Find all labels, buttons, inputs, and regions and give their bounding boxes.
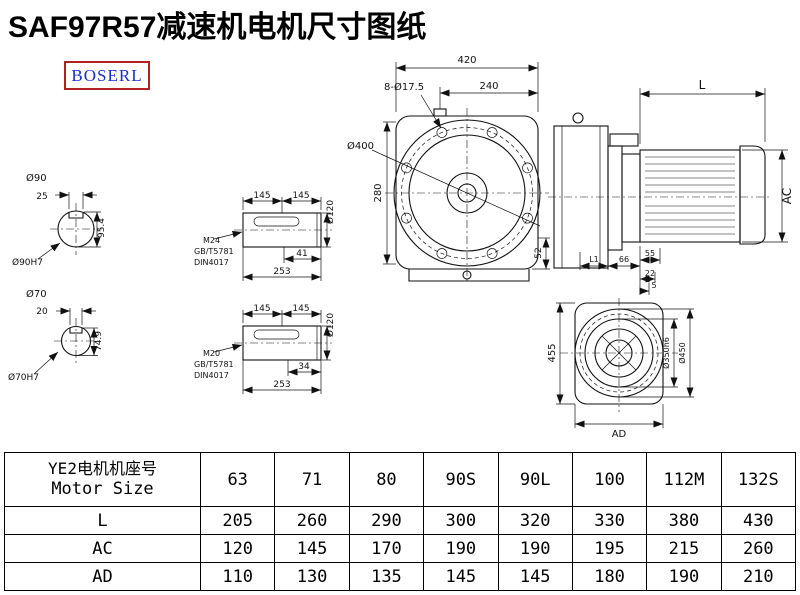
- eyebolt-icon: [572, 112, 584, 124]
- table-row-AC: AC 120 145 170 190 190 195 215 260: [4, 534, 797, 563]
- dim-key-20: 20: [36, 307, 48, 317]
- dim-55: 55: [645, 249, 655, 258]
- value-cell: 120: [199, 534, 276, 563]
- dim-145-b: 145: [292, 191, 309, 201]
- dim-145-c: 145: [253, 304, 270, 314]
- boserl-logo: BOSERL: [64, 61, 150, 90]
- dim-41: 41: [296, 249, 307, 259]
- shaft-detail-m24: 145 145 Ø120 M24 GB/T5781 DIN4017 41 253: [194, 191, 336, 281]
- dim-d70: Ø70: [26, 288, 47, 300]
- dim-420: 420: [457, 55, 476, 66]
- page-title: SAF97R57减速机电机尺寸图纸: [8, 11, 427, 44]
- value-cell: 190: [497, 534, 573, 563]
- value-cell: 145: [497, 562, 573, 591]
- header-cn: YE2电机机座号: [48, 458, 157, 478]
- value-cell: 190: [646, 562, 722, 591]
- value-cell: 170: [348, 534, 425, 563]
- header-en: Motor Size: [51, 478, 154, 499]
- size-cell: 112M: [646, 452, 722, 507]
- size-cell: 80: [348, 452, 425, 507]
- front-view-dimensions: 420 240 8-Ø17.5 Ø400 280 52: [347, 55, 550, 270]
- dim-52: 52: [534, 247, 544, 258]
- value-cell: 320: [497, 506, 573, 535]
- dim-145-a: 145: [253, 191, 270, 201]
- value-cell: 290: [348, 506, 425, 535]
- side-view-dimensions: L AC L1 66 55 22 5: [579, 78, 794, 295]
- value-cell: 260: [720, 534, 797, 563]
- shaft-detail-m20: 145 145 Ø120 M20 GB/T5781 DIN4017 34 253: [194, 304, 336, 394]
- standard-din: DIN4017: [194, 258, 229, 267]
- standard-gb-2: GB/T5781: [194, 360, 234, 369]
- thread-m24: M24: [203, 236, 220, 245]
- table-row-AD: AD 110 130 135 145 145 180 190 210: [4, 562, 797, 591]
- thread-m20: M20: [203, 349, 220, 358]
- dim-34: 34: [298, 362, 310, 372]
- value-cell: 130: [274, 562, 350, 591]
- dim-key-25: 25: [36, 192, 47, 202]
- dim-d70h7: Ø70H7: [8, 372, 39, 383]
- value-cell: 260: [274, 506, 350, 535]
- dim-AD: AD: [612, 429, 627, 440]
- size-cell: 63: [199, 452, 276, 507]
- fan-cowl: [739, 145, 766, 245]
- table-header-row: YE2电机机座号 Motor Size 63 71 80 90S 90L 100…: [4, 452, 797, 507]
- size-cell: 71: [274, 452, 350, 507]
- dim-flange-450: Ø450: [677, 342, 687, 364]
- shaft-section-70: 20 Ø70 74.9 Ø70H7: [8, 288, 104, 383]
- value-cell: 135: [348, 562, 425, 591]
- row-label: L: [4, 506, 201, 535]
- dim-22: 22: [645, 269, 655, 278]
- size-cell: 132S: [720, 452, 797, 507]
- standard-gb: GB/T5781: [194, 247, 234, 256]
- value-cell: 145: [423, 562, 499, 591]
- value-cell: 190: [423, 534, 499, 563]
- value-cell: 110: [199, 562, 276, 591]
- value-cell: 300: [423, 506, 499, 535]
- value-cell: 430: [720, 506, 797, 535]
- dim-145-d: 145: [292, 304, 309, 314]
- dim-flange-dia: Ø400: [347, 140, 374, 152]
- dim-d120-bottom: Ø120: [325, 313, 336, 338]
- dim-d90h7: Ø90H7: [12, 257, 43, 268]
- dim-spigot: Ø350h6: [661, 337, 671, 369]
- dim-95-4: 95.4: [97, 218, 107, 238]
- flange-view-outline: [560, 298, 678, 412]
- size-cell: 100: [571, 452, 648, 507]
- value-cell: 210: [720, 562, 797, 591]
- dim-L1: L1: [589, 255, 599, 264]
- dim-240: 240: [479, 81, 498, 92]
- dim-74-9: 74.9: [94, 331, 104, 351]
- technical-drawing: 420 240 8-Ø17.5 Ø400 280 52: [8, 55, 794, 440]
- shaft-section-90: 25 Ø90 95.4 Ø90H7: [12, 172, 107, 268]
- front-view-outline: [385, 108, 549, 284]
- table-row-L: L 205 260 290 300 320 330 380 430: [4, 506, 797, 535]
- motor-dimension-table: YE2电机机座号 Motor Size 63 71 80 90S 90L 100…: [4, 452, 797, 591]
- value-cell: 145: [274, 534, 350, 563]
- dim-280: 280: [373, 183, 384, 202]
- row-label: AC: [4, 534, 201, 563]
- size-cell: 90L: [497, 452, 573, 507]
- dim-bolt-holes: 8-Ø17.5: [384, 81, 424, 93]
- motor-size-header-cell: YE2电机机座号 Motor Size: [4, 452, 201, 507]
- dim-253-top: 253: [273, 267, 290, 277]
- dim-L: L: [699, 78, 706, 92]
- side-view-outline: [548, 112, 772, 269]
- value-cell: 180: [571, 562, 648, 591]
- value-cell: 205: [199, 506, 276, 535]
- dim-253-bottom: 253: [273, 380, 290, 390]
- dim-5: 5: [651, 281, 656, 290]
- value-cell: 195: [571, 534, 648, 563]
- dim-66: 66: [619, 255, 629, 264]
- flange-view-dimensions: 455 Ø350h6 Ø450 AD: [547, 302, 694, 440]
- value-cell: 330: [571, 506, 648, 535]
- value-cell: 215: [646, 534, 722, 563]
- standard-din-2: DIN4017: [194, 371, 229, 380]
- dim-455: 455: [547, 343, 558, 362]
- size-cell: 90S: [423, 452, 499, 507]
- row-label: AD: [4, 562, 201, 591]
- dim-AC: AC: [780, 188, 794, 204]
- value-cell: 380: [646, 506, 722, 535]
- dim-d120-top: Ø120: [325, 200, 336, 225]
- dim-d90: Ø90: [26, 172, 47, 184]
